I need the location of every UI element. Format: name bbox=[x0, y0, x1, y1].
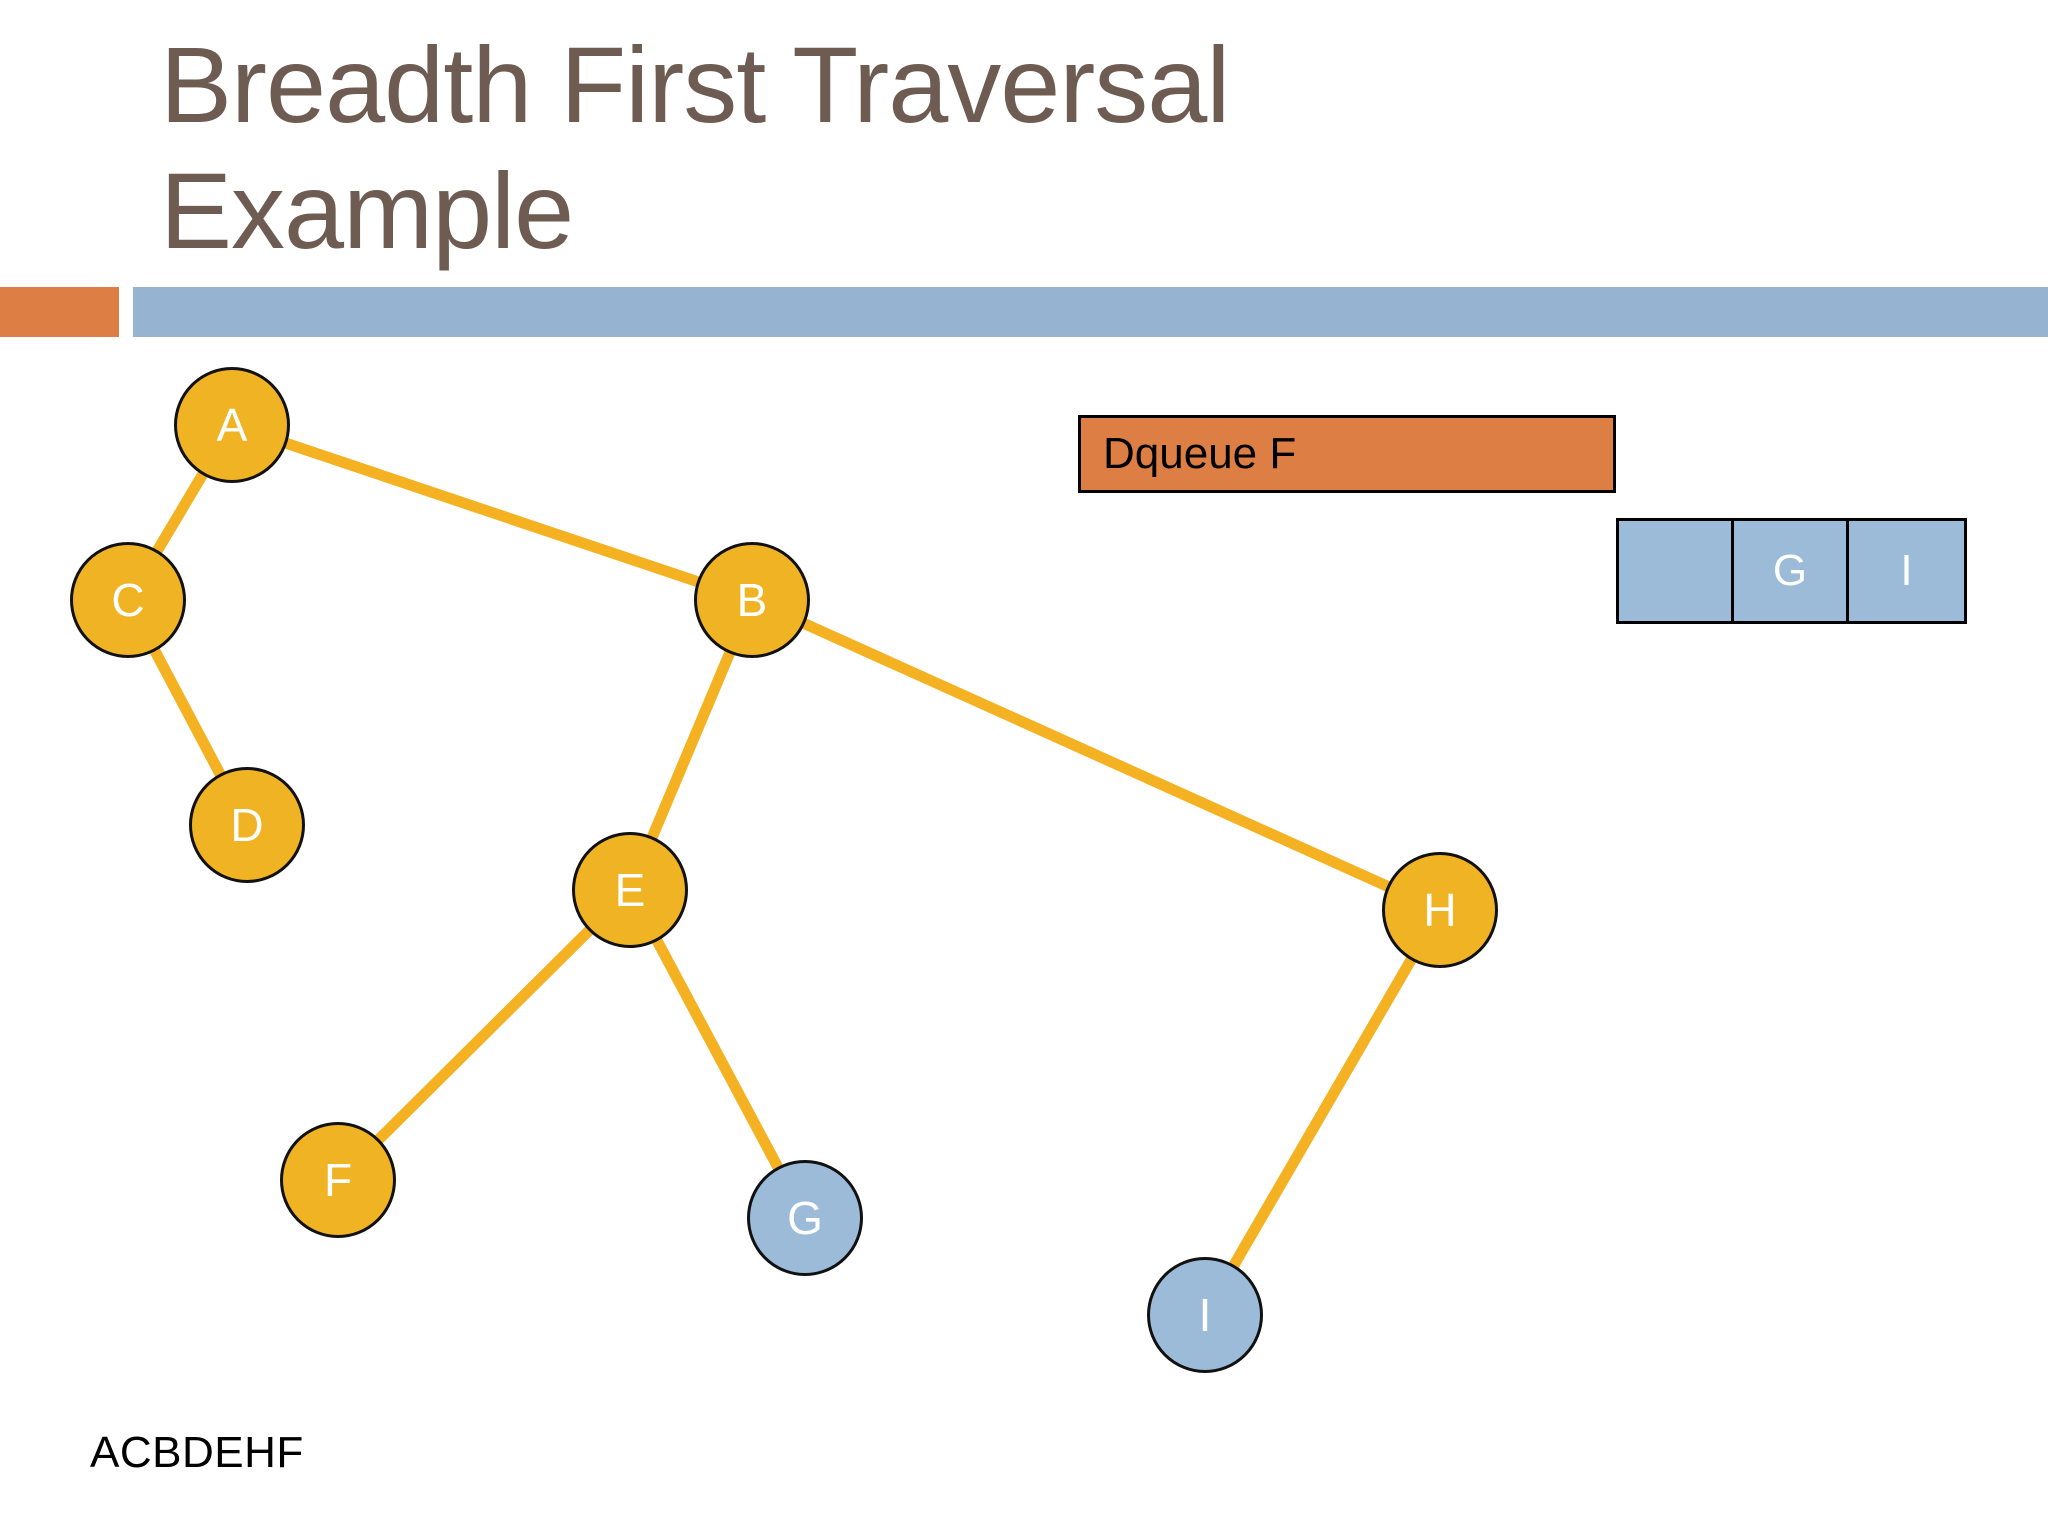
dqueue-callout: Dqueue F bbox=[1078, 415, 1616, 493]
graph-node-c: C bbox=[70, 542, 186, 658]
graph-node-e: E bbox=[572, 832, 688, 948]
graph-node-label: D bbox=[230, 799, 264, 851]
graph-node-h: H bbox=[1382, 852, 1498, 968]
graph-node-label: F bbox=[323, 1154, 353, 1206]
edge-e-f bbox=[332, 884, 636, 1186]
dqueue-label: Dqueue F bbox=[1103, 429, 1297, 478]
traversal-order-text: ACBDEHF bbox=[90, 1428, 304, 1477]
graph-node-label: G bbox=[787, 1192, 823, 1244]
graph-node-i: I bbox=[1147, 1257, 1263, 1373]
queue-cell-1: G bbox=[1734, 521, 1849, 621]
graph-node-label: H bbox=[1423, 884, 1457, 936]
graph-node-label: B bbox=[736, 574, 768, 626]
graph-node-label: C bbox=[111, 574, 145, 626]
edge-h-i bbox=[1199, 904, 1446, 1321]
edge-b-h bbox=[746, 594, 1446, 916]
header-bar bbox=[133, 287, 2048, 337]
queue-cell-0 bbox=[1619, 521, 1734, 621]
graph-node-d: D bbox=[189, 767, 305, 883]
edge-e-g bbox=[624, 884, 811, 1224]
edge-a-b bbox=[226, 419, 758, 606]
graph-node-b: B bbox=[694, 542, 810, 658]
graph-node-f: F bbox=[280, 1122, 396, 1238]
header-accent-block bbox=[0, 287, 119, 337]
graph-node-label: I bbox=[1198, 1289, 1212, 1341]
graph-node-label: A bbox=[216, 399, 248, 451]
graph-node-g: G bbox=[747, 1160, 863, 1276]
graph-node-a: A bbox=[174, 367, 290, 483]
page-title: Breadth First Traversal Example bbox=[160, 24, 1259, 272]
graph-node-label: E bbox=[614, 864, 646, 916]
queue-cell-2: I bbox=[1849, 521, 1964, 621]
